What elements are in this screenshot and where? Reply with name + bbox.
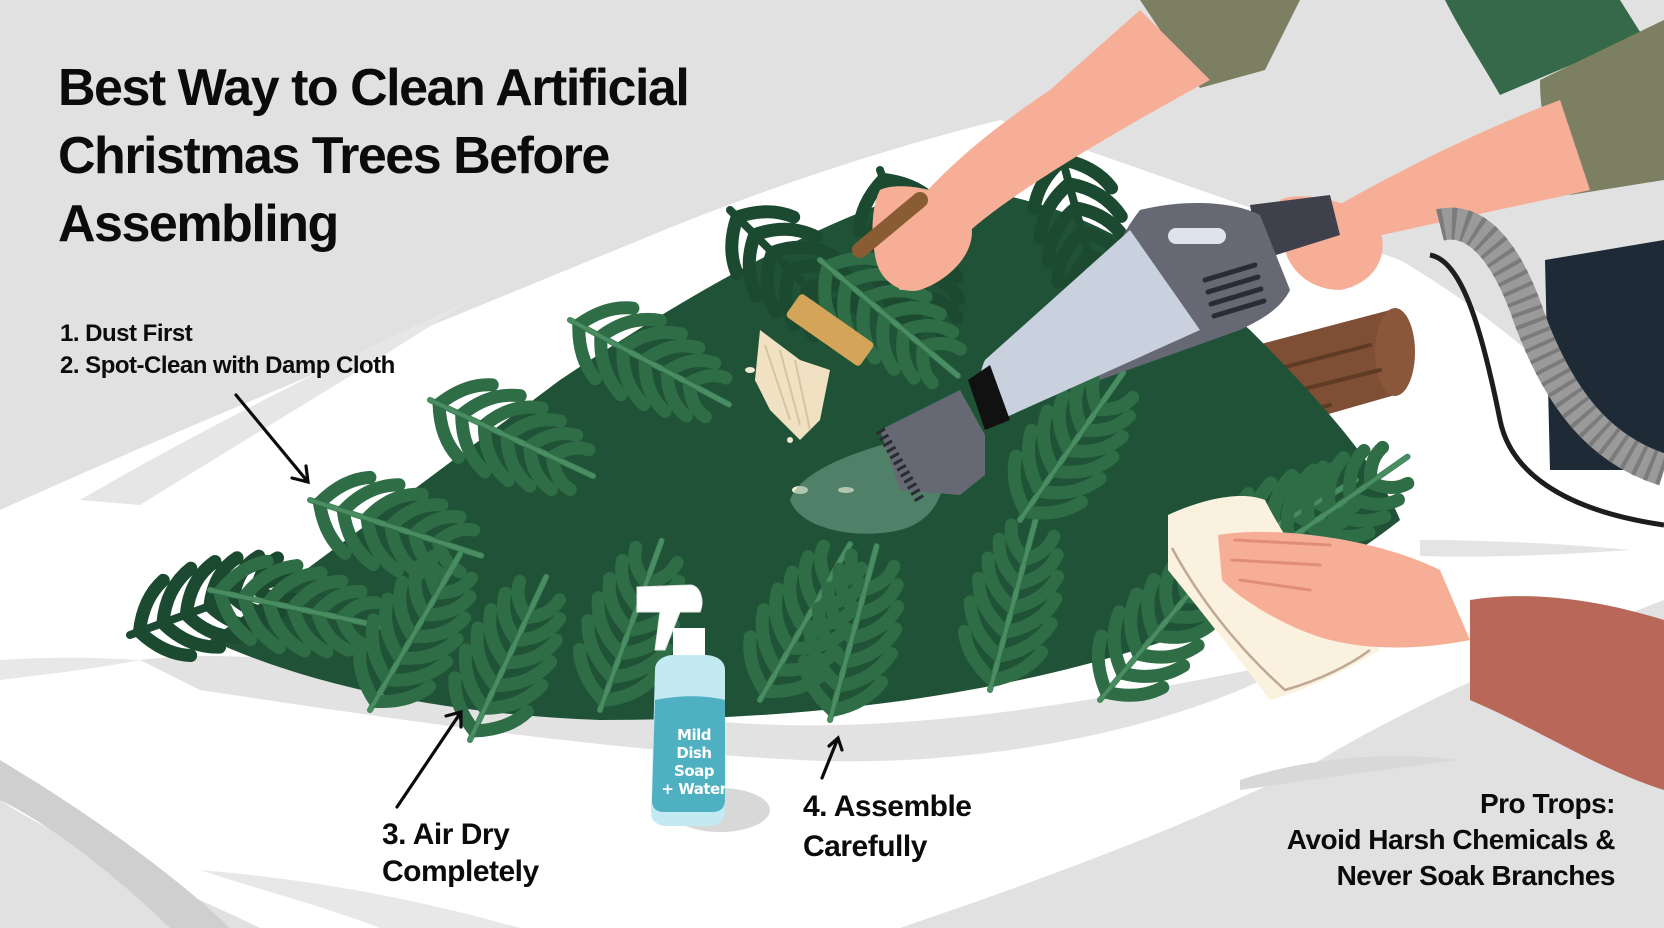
vacuum-hose [1436, 207, 1664, 486]
sheet-fold [1420, 540, 1630, 557]
hand-wiping [1218, 531, 1470, 648]
bristle-brush [755, 192, 928, 440]
page-title: Best Way to Clean Artificial Christmas T… [58, 54, 690, 258]
arm-right [1330, 100, 1590, 245]
power-cord [1429, 252, 1664, 528]
sheet-fold [1240, 756, 1460, 790]
bottle-label-line-2: Dish Soap [674, 744, 714, 780]
sheet-fold [0, 760, 230, 928]
step-2-label: 2. Spot-Clean with Damp Cloth [60, 352, 395, 379]
arrow-step3 [395, 709, 463, 809]
bottle-label-line-3: + Water [661, 780, 727, 798]
finger-lines [1230, 538, 1332, 592]
sheet-fold [200, 870, 520, 928]
pro-tips-line-1: Avoid Harsh Chemicals & [1286, 824, 1616, 855]
arrows [234, 393, 844, 809]
spray-bottle [636, 584, 770, 832]
title-line-2: Christmas Trees Before [58, 127, 610, 185]
step-1-label: 1. Dust First [60, 320, 193, 347]
step-4-line-2: Carefully [803, 830, 927, 863]
pro-tips-heading: Pro Trops: [1479, 788, 1616, 819]
step-3-line-1: 3. Air Dry [382, 818, 510, 851]
sleeve-rust [1470, 596, 1664, 790]
pro-tips-line-2: Never Soak Branches [1336, 860, 1616, 891]
sheet-fold [80, 300, 470, 505]
step-3-label: 3. Air Dry Completely [382, 816, 539, 890]
title-line-1: Best Way to Clean Artificial [58, 59, 690, 117]
title-line-3: Assembling [58, 195, 339, 253]
arrow-step4 [820, 735, 844, 780]
bottle-label-line-1: Mild [677, 726, 711, 744]
arrow-step2 [234, 393, 310, 485]
sheet-fold [0, 657, 140, 680]
steps-list-top: 1. Dust First 2. Spot-Clean with Damp Cl… [60, 318, 395, 382]
step-4-label: 4. Assemble Carefully [803, 787, 972, 867]
shirt [1445, 0, 1642, 95]
handheld-vacuum [875, 195, 1340, 503]
step-4-line-1: 4. Assemble [803, 790, 972, 823]
step-3-line-2: Completely [382, 855, 539, 888]
sleeve-olive-left [1140, 0, 1300, 88]
bottle-label: Mild Dish Soap + Water [655, 726, 733, 798]
pro-tips: Pro Trops: Avoid Harsh Chemicals & Never… [1286, 786, 1616, 894]
